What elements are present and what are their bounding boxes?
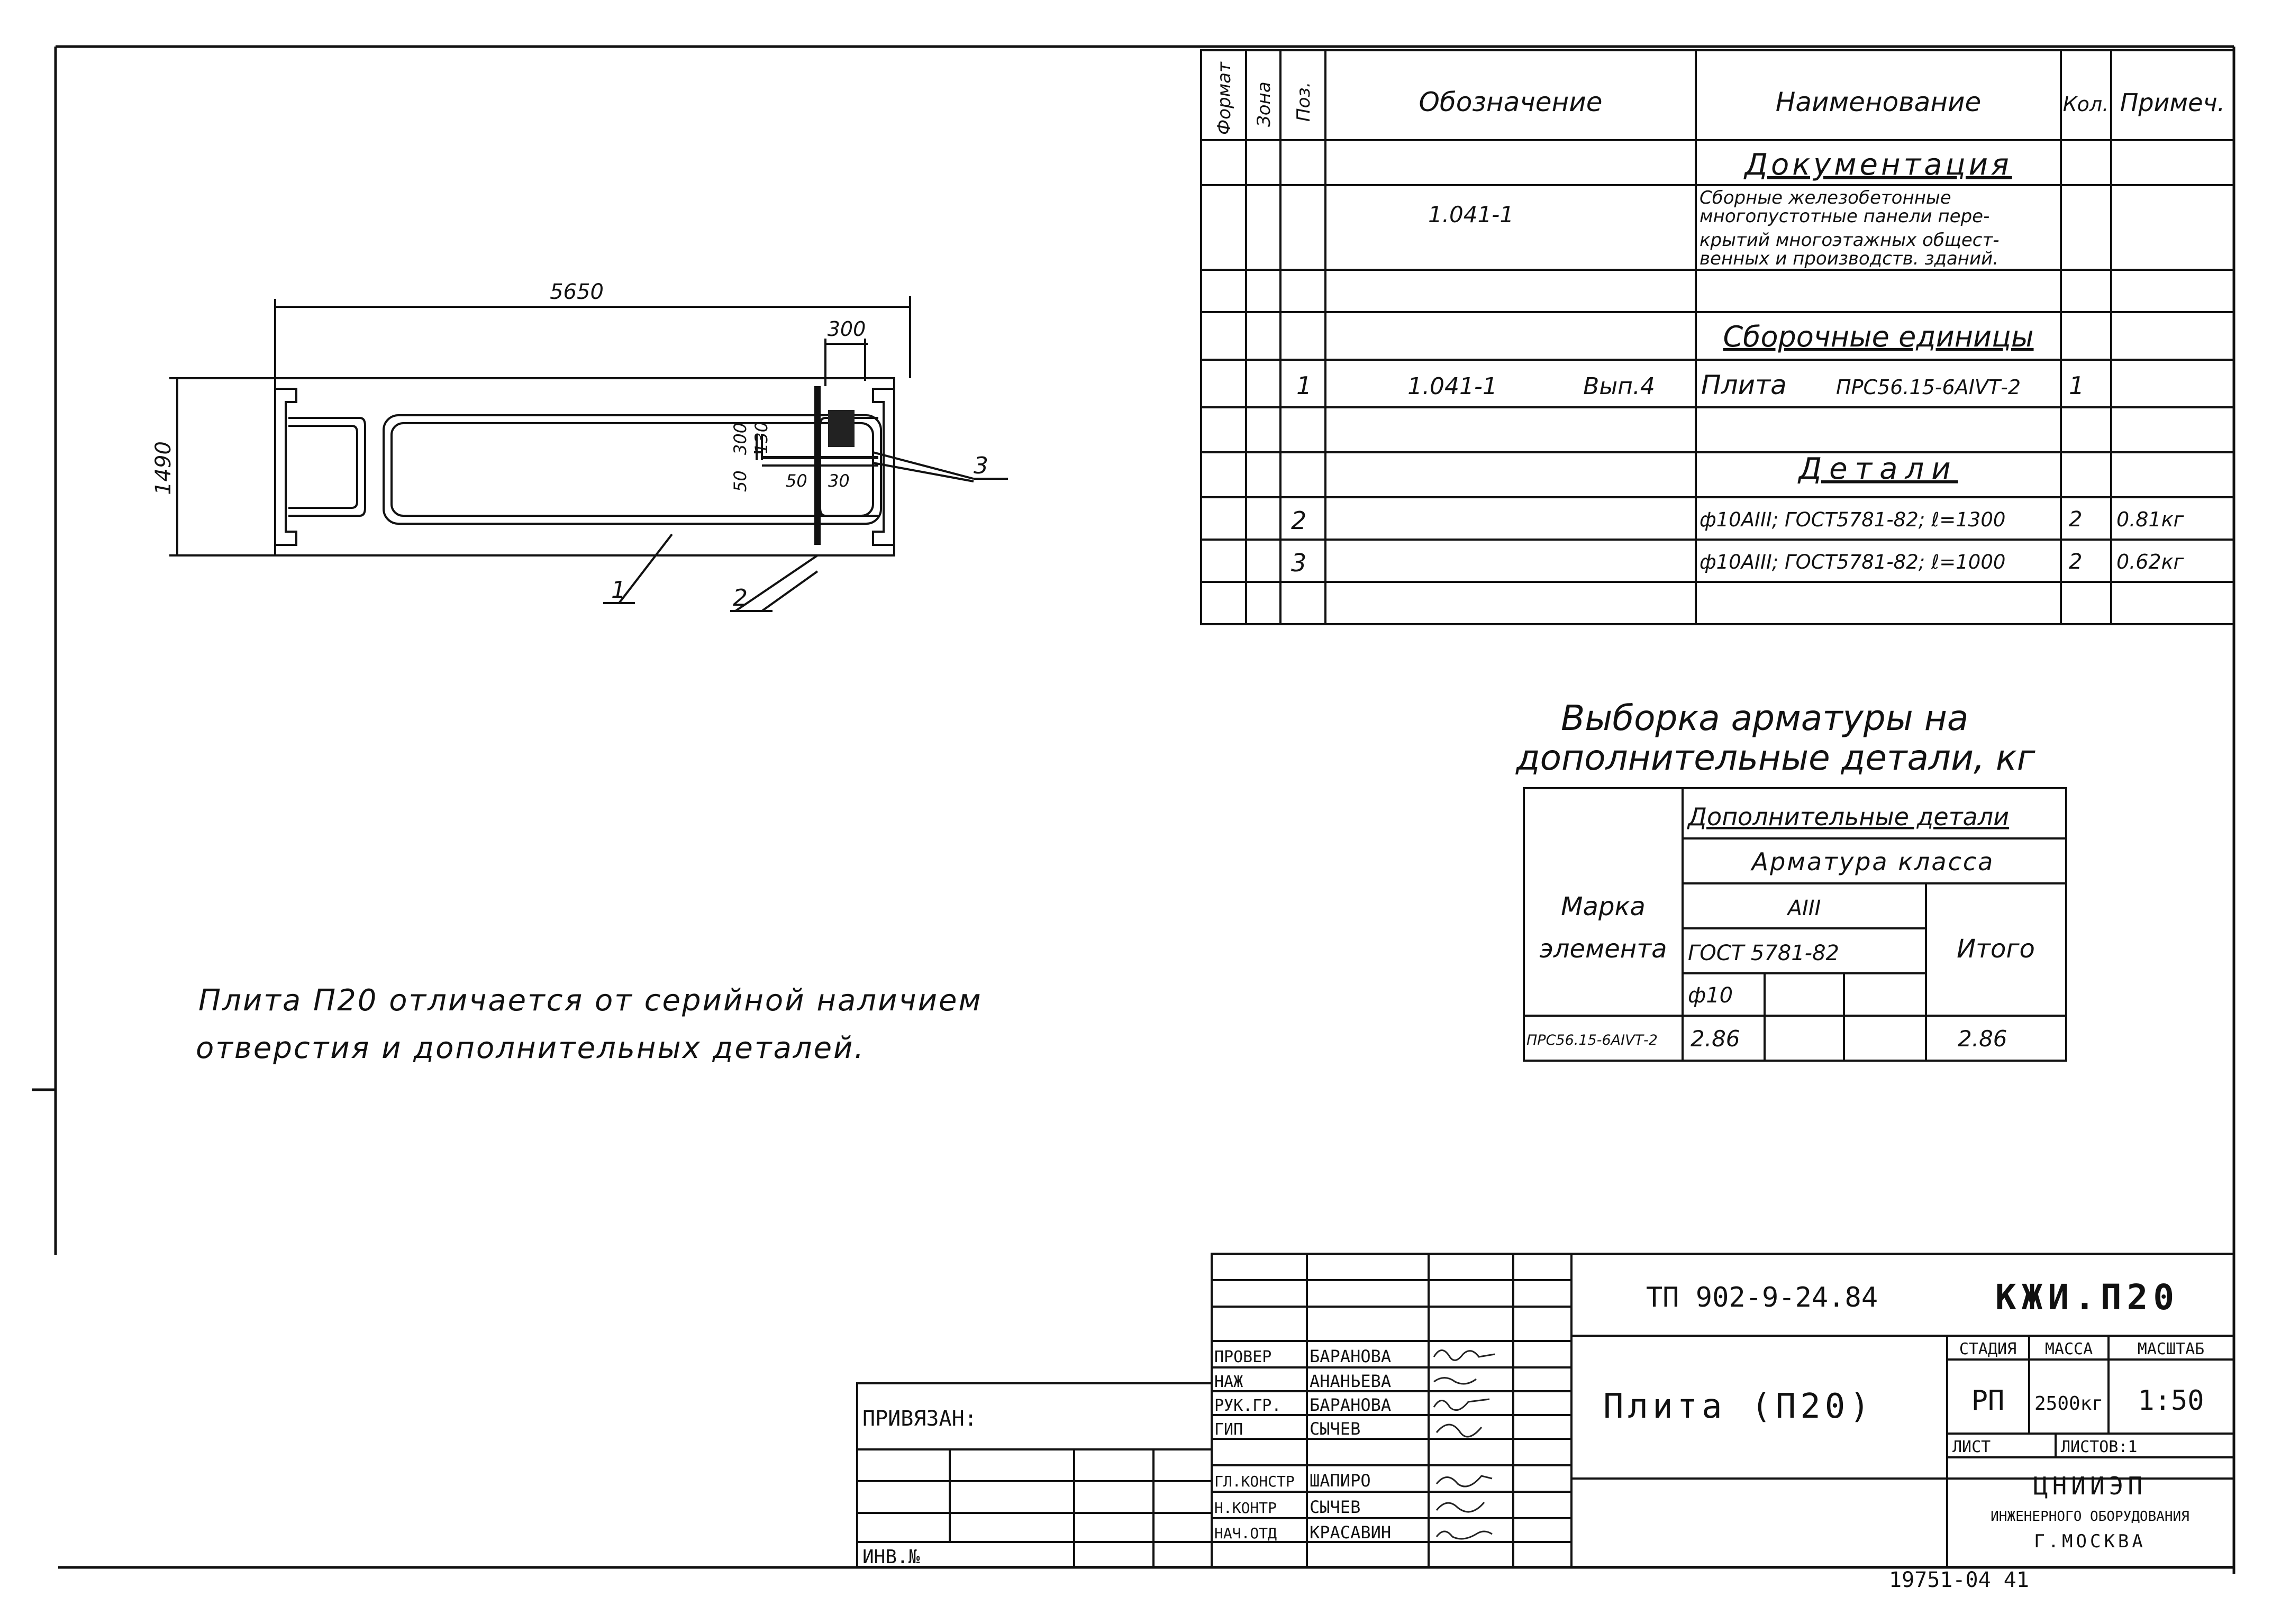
detail-3-note: 0.62кг <box>2116 550 2185 573</box>
dim-300-top: 300 <box>828 317 866 341</box>
stage-value: РП <box>1971 1385 2005 1417</box>
row-value: 2.86 <box>1691 1026 1740 1052</box>
callout-1: 1 <box>611 577 626 604</box>
signer-role-7: НАЧ.ОТД <box>1214 1525 1277 1542</box>
signer-role-4: ГИП <box>1214 1420 1243 1439</box>
scale-label: МАСШТАБ <box>2138 1340 2204 1358</box>
detail-2-pos: 2 <box>1291 506 1306 535</box>
doc-name-line-3: крытий многоэтажных общест- <box>1700 230 2000 251</box>
header-qty: Кол. <box>2063 93 2109 116</box>
additional-details-header: Дополнительные детали <box>1687 802 2009 831</box>
header-designation: Обозначение <box>1419 87 1603 117</box>
total-header: Итого <box>1957 934 2035 964</box>
detail-3-qty: 2 <box>2069 550 2082 574</box>
assembly-qty: 1 <box>2069 371 2084 400</box>
signer-role-5: ГЛ.КОНСТР <box>1214 1473 1295 1490</box>
org-line-2: ИНЖЕНЕРНОГО ОБОРУДОВАНИЯ <box>1991 1509 2189 1525</box>
class-value: АIII <box>1786 896 1821 920</box>
archive-number: 19751-04 41 <box>1889 1568 2029 1592</box>
privyazan-label: ПРИВЯЗАН: <box>862 1407 977 1431</box>
section-details: Детали <box>1797 452 1958 486</box>
inv-no-label: ИНВ.№ <box>862 1546 920 1568</box>
signer-role-1: ПРОВЕР <box>1214 1348 1271 1366</box>
detail-3-pos: 3 <box>1291 549 1306 577</box>
detail-3-name: ф10АIII; ГОСТ5781-82; ℓ=1000 <box>1700 551 2005 573</box>
row-mark: ПРС56.15-6АIVТ-2 <box>1526 1032 1658 1048</box>
assembly-issue: Вып.4 <box>1583 373 1655 400</box>
rebar-title-line-1: Выборка арматуры на <box>1561 698 1968 738</box>
plate-outline <box>274 377 895 556</box>
note-line-1: Плита П20 отличается от серийной наличие… <box>198 983 983 1018</box>
signer-name-4: СЫЧЕВ <box>1310 1419 1360 1439</box>
dim-50-horiz: 50 <box>786 471 807 491</box>
signer-name-5: ШАПИРО <box>1310 1471 1371 1491</box>
dim-length: 5650 <box>550 280 604 304</box>
detail-2-qty: 2 <box>2069 507 2082 532</box>
assembly-mark: ПРС56.15-6АIVТ-2 <box>1836 376 2021 399</box>
doc-name-line-2: многопустотные панели пере- <box>1700 206 1989 227</box>
signer-name-3: БАРАНОВА <box>1310 1395 1391 1415</box>
note-line-2: отверстия и дополнительных деталей. <box>196 1031 865 1065</box>
callout-3: 3 <box>974 452 988 479</box>
signer-name-1: БАРАНОВА <box>1310 1346 1391 1366</box>
assembly-name: Плита <box>1701 370 1787 400</box>
header-zone: Зона <box>1253 81 1275 127</box>
header-format: Формат <box>1214 61 1235 135</box>
section-assembly: Сборочные единицы <box>1723 320 2033 353</box>
signer-name-7: КРАСАВИН <box>1310 1522 1391 1543</box>
doc-name-line-1: Сборные железобетонные <box>1700 187 1951 208</box>
signer-role-6: Н.КОНТР <box>1214 1499 1277 1517</box>
mass-label: МАССА <box>2045 1340 2093 1358</box>
mark-header-line-1: Марка <box>1561 892 1646 922</box>
opening <box>828 410 855 447</box>
header-pos: Поз. <box>1293 82 1314 122</box>
spec-table: Формат Зона Поз. Обозначение Наименовани… <box>1200 49 2235 625</box>
dim-50-vert: 50 <box>730 470 750 492</box>
plate-drawing: 5650 1490 300 300 130 50 50 30 1 2 3 <box>151 280 1008 612</box>
object-name: Плита (П20) <box>1603 1387 1874 1426</box>
diameter: ф10 <box>1688 983 1733 1008</box>
detail-2-note: 0.81кг <box>2116 508 2185 531</box>
signer-role-2: НАЖ <box>1214 1373 1243 1391</box>
org-line-3: Г.МОСКВА <box>2034 1531 2146 1552</box>
signer-name-2: АНАНЬЕВА <box>1310 1371 1391 1391</box>
dim-width: 1490 <box>151 441 176 495</box>
header-name: Наименование <box>1776 87 1982 117</box>
doc-designation: 1.041-1 <box>1428 202 1514 227</box>
reinforcement-class-header: Арматура класса <box>1750 847 1995 876</box>
sheet-code: КЖИ.П20 <box>1995 1277 2179 1318</box>
detail-2-name: ф10АIII; ГОСТ5781-82; ℓ=1300 <box>1700 508 2005 531</box>
signer-name-6: СЫЧЕВ <box>1310 1497 1360 1517</box>
mark-header-line-2: элемента <box>1539 934 1667 964</box>
title-block: ТП 902-9-24.84 КЖИ.П20 Плита (П20) СТАДИ… <box>856 1253 2235 1592</box>
stage-label: СТАДИЯ <box>1959 1340 2016 1358</box>
assembly-pos: 1 <box>1296 371 1312 400</box>
dim-300-side: 300 <box>730 423 750 455</box>
callout-2: 2 <box>733 585 748 612</box>
dim-130: 130 <box>751 422 771 454</box>
signatures <box>1433 1349 1495 1540</box>
scale-value: 1:50 <box>2138 1385 2204 1417</box>
project-code: ТП 902-9-24.84 <box>1646 1282 1878 1313</box>
signer-role-3: РУК.ГР. <box>1214 1397 1281 1415</box>
rebar-title-line-2: дополнительные детали, кг <box>1515 737 2035 778</box>
org-line-1: ЦНИИЭП <box>2033 1472 2147 1500</box>
header-note: Примеч. <box>2120 88 2225 117</box>
row-total: 2.86 <box>1958 1026 2007 1052</box>
sheet-label: ЛИСТ <box>1952 1438 1991 1456</box>
mass-value: 2500кг <box>2034 1393 2103 1415</box>
dim-30: 30 <box>828 471 850 491</box>
rebar-table: Выборка арматуры на дополнительные детал… <box>1515 698 2067 1062</box>
doc-name-line-4: венных и производств. зданий. <box>1700 248 1998 269</box>
assembly-designation: 1.041-1 <box>1407 373 1497 400</box>
sheets-label: ЛИСТОВ:1 <box>2061 1438 2138 1456</box>
section-documentation: Документация <box>1743 148 2012 182</box>
gost-header: ГОСТ 5781-82 <box>1688 941 1839 965</box>
